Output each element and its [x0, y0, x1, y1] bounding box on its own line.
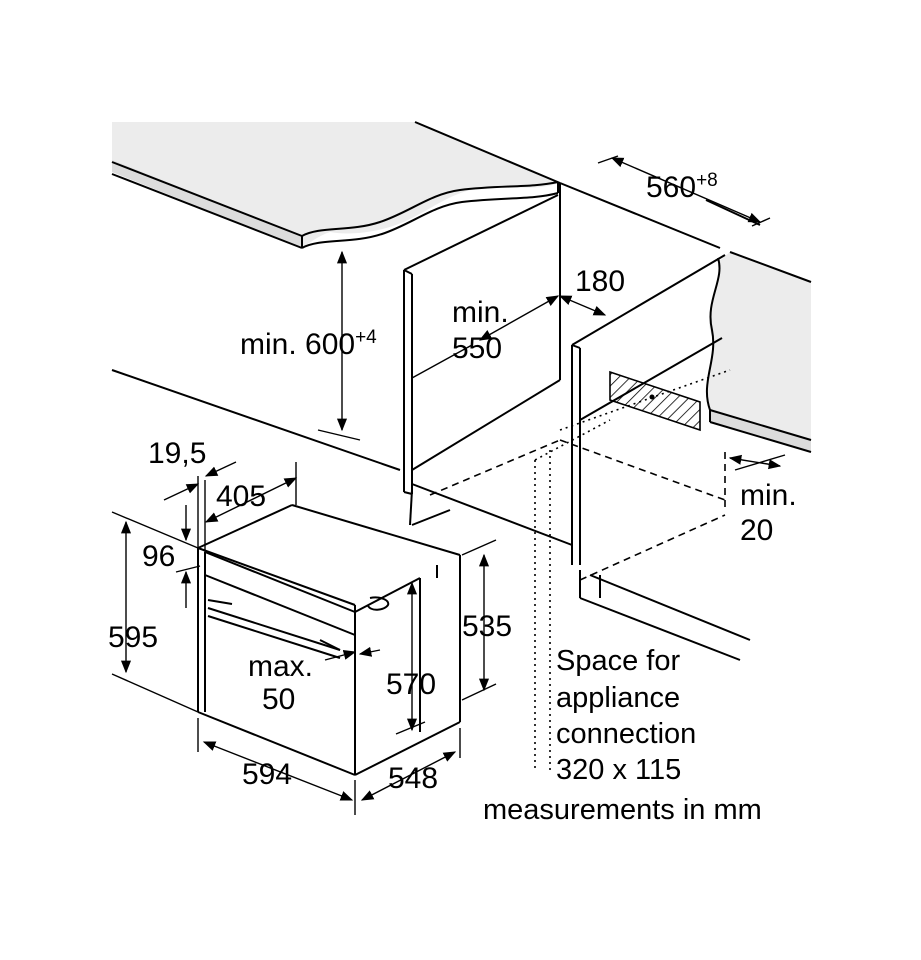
space-note-line1: Space for: [556, 645, 680, 677]
space-note-line2: appliance: [556, 682, 680, 714]
space-note-line4: 320 x 115: [556, 754, 681, 786]
dimension-labels: 560+8 min. 600+4 min. 550 180 min. 20 19…: [108, 170, 797, 795]
oven-body: [197, 504, 461, 776]
front-width-label: 594: [242, 758, 292, 791]
door-gap-label-line2: 50: [262, 683, 295, 716]
body-height-label: 570: [386, 668, 436, 701]
socket-offset-label: 180: [575, 265, 625, 298]
total-height-label: 595: [108, 621, 158, 654]
body-depth-label: 548: [388, 762, 438, 795]
rear-gap-label-line2: 20: [740, 514, 773, 547]
min-depth-label-line2: 550: [452, 332, 502, 365]
countertop-right: [705, 251, 812, 453]
top-depth-label: 405: [216, 480, 266, 513]
min-height-label: min. 600+4: [240, 327, 377, 361]
top-height-label: 96: [142, 540, 175, 573]
cabinet-right-panel: [571, 254, 726, 565]
rear-height-label: 535: [462, 610, 512, 643]
rear-gap-label-line1: min.: [740, 479, 797, 512]
dimension-lines: [111, 155, 786, 815]
space-note-line3: connection: [556, 718, 696, 750]
units-note: measurements in mm: [483, 794, 762, 826]
panel-thickness-label: 19,5: [148, 437, 206, 470]
connection-space-hidden-lines: [429, 369, 731, 770]
door-gap-label-line1: max.: [248, 650, 313, 683]
socket-area: [609, 370, 701, 432]
cabinet-left-panel: [403, 194, 573, 546]
countertop-left: [111, 121, 561, 249]
min-depth-label-line1: min.: [452, 296, 509, 329]
cabinet-width-label: 560+8: [646, 170, 718, 204]
notes: Space for appliance connection 320 x 115…: [483, 645, 762, 826]
